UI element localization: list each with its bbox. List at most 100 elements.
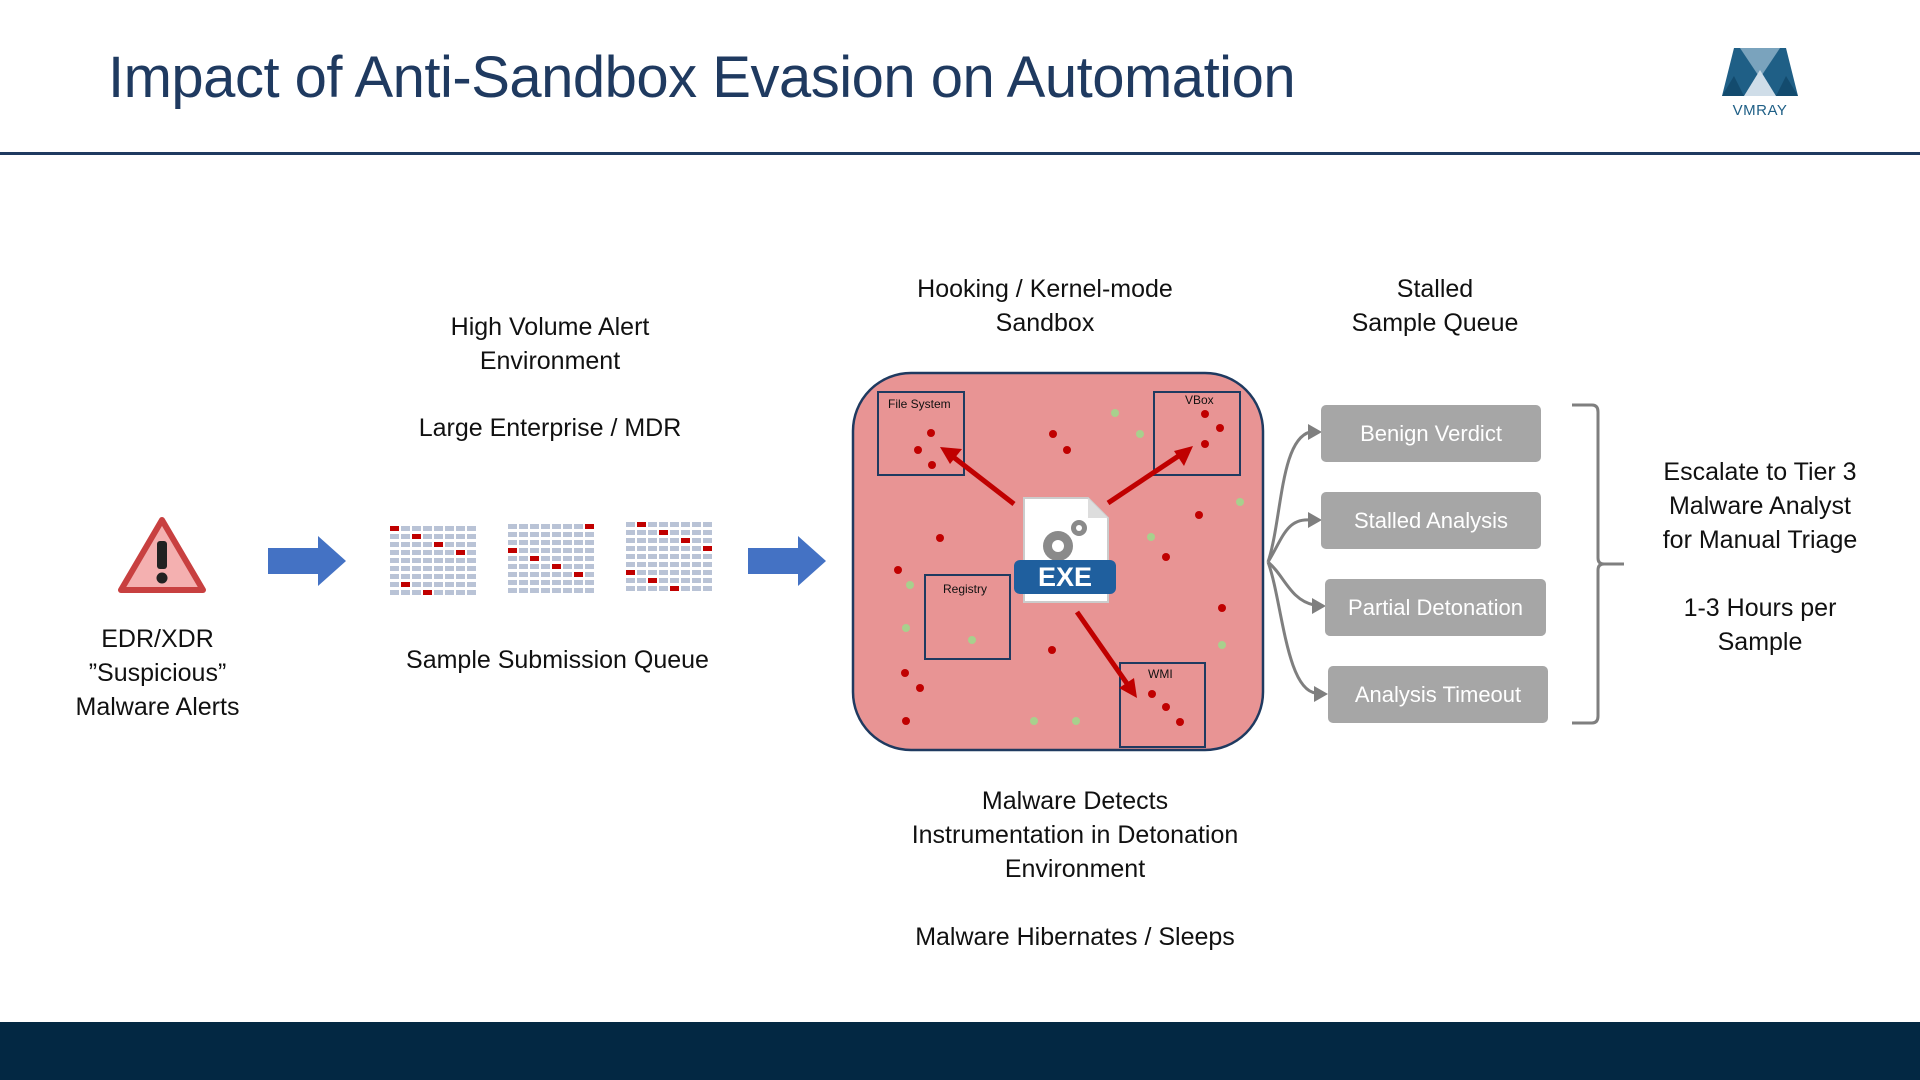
queue-cell xyxy=(670,578,679,583)
queue-cell xyxy=(648,538,657,543)
queue-cell xyxy=(412,590,421,595)
queue-cell xyxy=(434,550,443,555)
green-dot xyxy=(902,624,910,632)
queue-cell xyxy=(659,570,668,575)
queue-cell xyxy=(626,578,635,583)
queue-cell xyxy=(508,580,517,585)
queue-cell xyxy=(434,590,443,595)
queue-cell xyxy=(519,564,528,569)
queue-cell xyxy=(659,586,668,591)
queue-cell xyxy=(692,586,701,591)
box-label-registry: Registry xyxy=(943,582,988,596)
red-dot xyxy=(1063,446,1071,454)
queue-cell xyxy=(563,572,572,577)
queue-cell xyxy=(412,574,421,579)
queue-cell xyxy=(659,530,668,535)
queue-cell xyxy=(659,522,668,527)
alerts-label: EDR/XDR ”Suspicious” Malware Alerts xyxy=(75,625,240,721)
escalate-label: Escalate to Tier 3 Malware Analyst for M… xyxy=(1662,458,1858,656)
queue-cell xyxy=(585,548,594,553)
red-dot xyxy=(928,461,936,469)
queue-cell xyxy=(681,530,690,535)
queue-cell xyxy=(563,580,572,585)
queue-cell xyxy=(519,532,528,537)
red-arrows xyxy=(940,446,1193,698)
queue-cell xyxy=(659,554,668,559)
red-dot xyxy=(1218,604,1226,612)
queue-cell xyxy=(626,522,635,527)
queue-cell xyxy=(670,570,679,575)
red-dot xyxy=(1201,440,1209,448)
queue-cell xyxy=(445,542,454,547)
queue-cell xyxy=(456,582,465,587)
queue-cell xyxy=(552,556,561,561)
right-brace xyxy=(1572,403,1624,725)
queue-cell xyxy=(445,582,454,587)
green-dot xyxy=(1236,498,1244,506)
queue-cell xyxy=(467,526,476,531)
queue-cell xyxy=(456,526,465,531)
outcome-connectors xyxy=(1266,430,1317,695)
queue-cell xyxy=(541,564,550,569)
box-label-file-system: File System xyxy=(888,397,951,411)
box-vbox xyxy=(1153,391,1241,476)
queue-cell xyxy=(445,574,454,579)
queue-cell xyxy=(637,586,646,591)
queue-cell xyxy=(681,554,690,559)
queue-cell xyxy=(692,562,701,567)
queue-cell xyxy=(401,574,410,579)
queue-cell xyxy=(648,554,657,559)
sandbox-heading: Hooking / Kernel-mode Sandbox xyxy=(917,275,1173,337)
queue-cell xyxy=(637,546,646,551)
box-label-vbox: VBox xyxy=(1185,393,1214,407)
queue-cell xyxy=(692,522,701,527)
queue-cell xyxy=(390,526,399,531)
queue-cell xyxy=(637,538,646,543)
queue-cell xyxy=(519,540,528,545)
queue-cell xyxy=(467,582,476,587)
queue-cell xyxy=(423,582,432,587)
queue-cell xyxy=(456,574,465,579)
queue-caption: Sample Submission Queue xyxy=(406,646,709,674)
queue-cell xyxy=(637,570,646,575)
queue-cell xyxy=(692,554,701,559)
queue-cell xyxy=(692,546,701,551)
green-dot xyxy=(1147,533,1155,541)
green-dot xyxy=(1136,430,1144,438)
queue-cell xyxy=(445,534,454,539)
red-dot xyxy=(1176,718,1184,726)
queue-cell xyxy=(467,542,476,547)
box-file-system xyxy=(877,391,965,476)
queue-cell xyxy=(390,574,399,579)
red-dot xyxy=(1049,430,1057,438)
queue-cell xyxy=(563,588,572,593)
box-wmi xyxy=(1119,662,1206,748)
queue-cell xyxy=(574,540,583,545)
queue-cell xyxy=(703,586,712,591)
queue-cell xyxy=(585,540,594,545)
queue-cell xyxy=(412,526,421,531)
exe-label: EXE xyxy=(1037,562,1093,592)
queue-cell xyxy=(541,588,550,593)
queue-cell xyxy=(390,542,399,547)
queue-cell xyxy=(508,548,517,553)
queue-cell xyxy=(552,548,561,553)
green-dot xyxy=(906,581,914,589)
queue-cell xyxy=(456,566,465,571)
queue-cell xyxy=(670,538,679,543)
queue-cell xyxy=(508,532,517,537)
queue-cell xyxy=(692,538,701,543)
title-divider xyxy=(0,152,1920,155)
queue-cell xyxy=(626,538,635,543)
queue-cell xyxy=(626,546,635,551)
queue-cell xyxy=(659,546,668,551)
queue-cell xyxy=(637,522,646,527)
queue-cell xyxy=(508,564,517,569)
queue-cell xyxy=(637,554,646,559)
queue-cell xyxy=(563,524,572,529)
queue-cell xyxy=(530,588,539,593)
queue-cell xyxy=(648,522,657,527)
red-dot xyxy=(1162,553,1170,561)
queue-cell xyxy=(574,532,583,537)
queue-cell xyxy=(401,526,410,531)
